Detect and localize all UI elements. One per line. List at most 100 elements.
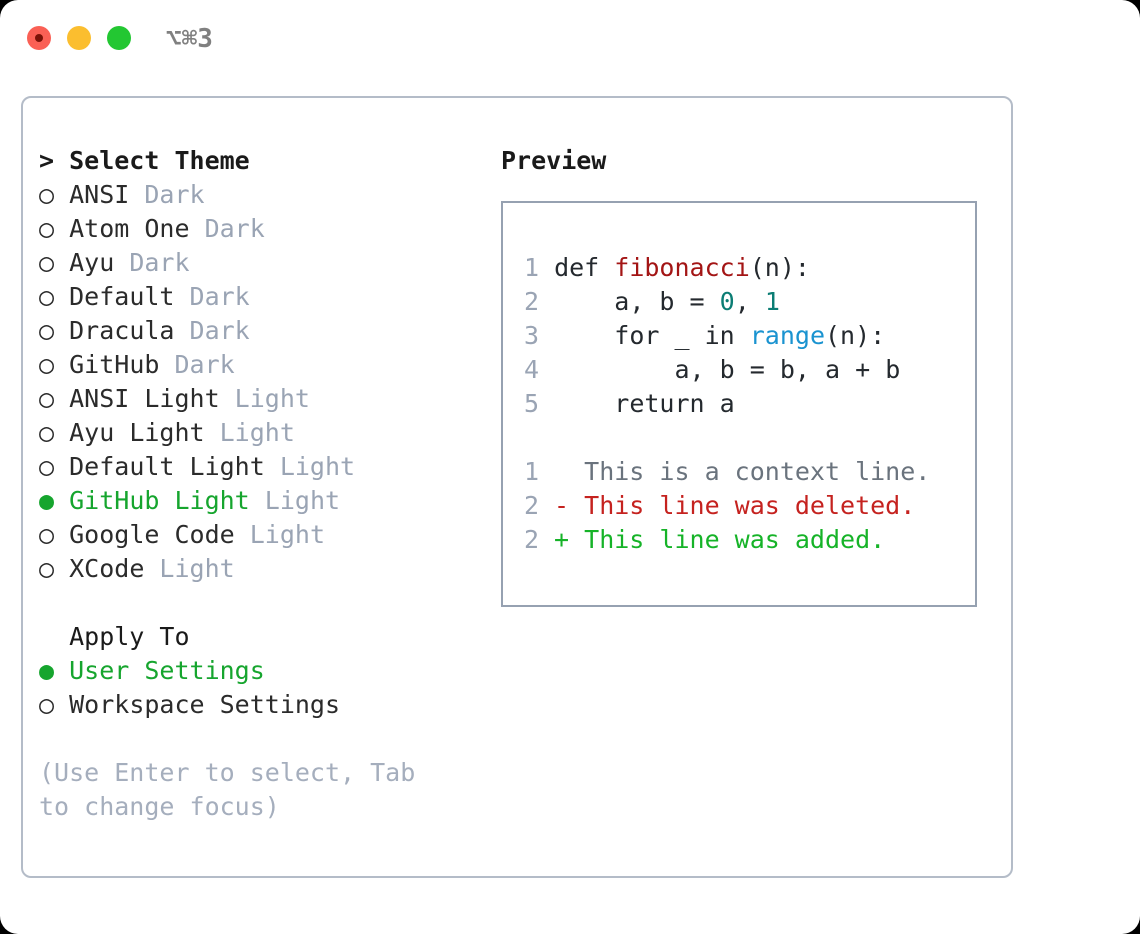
code-token-plain: for _ in (554, 321, 750, 350)
theme-option-ansi[interactable]: ○ ANSI Dark (39, 178, 469, 212)
theme-option-label: ANSI Light (69, 384, 220, 413)
code-token-plain: return a (554, 389, 735, 418)
apply-to-option-label: Workspace Settings (69, 690, 341, 719)
zoom-window-button[interactable] (107, 26, 131, 50)
code-gutter-space (539, 355, 554, 384)
hint-spacer (39, 722, 469, 756)
code-token-num: 0 (719, 287, 735, 316)
diff-line-add: 2 + This line was added. (517, 523, 930, 557)
theme-option-badge: Light (204, 418, 295, 447)
theme-option-badge: Dark (159, 350, 235, 379)
theme-option-github[interactable]: ○ GitHub Dark (39, 348, 469, 382)
code-token-call: range (749, 321, 825, 350)
diff-line-ctx: 1 This is a context line. (517, 455, 930, 489)
theme-option-label: Google Code (69, 520, 235, 549)
theme-option-label: Atom One (69, 214, 190, 243)
apply-to-header: Apply To (39, 622, 190, 651)
theme-option-badge: Light (219, 384, 310, 413)
diff-marker: + (539, 525, 585, 554)
apply-to-option-label: User Settings (69, 656, 265, 685)
theme-option-label: Default Light (69, 452, 265, 481)
theme-option-label: ANSI (69, 180, 130, 209)
code-line-number: 3 (523, 321, 539, 350)
theme-option-badge: Light (234, 520, 325, 549)
diff-text: This line was added. (584, 525, 886, 554)
radio-unselected-icon: ○ (39, 248, 70, 277)
theme-option-badge: Light (144, 554, 235, 583)
diff-marker (539, 457, 584, 486)
theme-option-dracula[interactable]: ○ Dracula Dark (39, 314, 469, 348)
theme-option-label: XCode (69, 554, 145, 583)
theme-option-label: Ayu (69, 248, 115, 277)
radio-unselected-icon: ○ (39, 520, 70, 549)
radio-unselected-icon: ○ (39, 316, 70, 345)
diff-text: This is a context line. (584, 457, 931, 486)
theme-option-xcode[interactable]: ○ XCode Light (39, 552, 469, 586)
radio-unselected-icon: ○ (39, 282, 70, 311)
code-token-plain: a, b = b, a + b (554, 355, 901, 384)
code-token-plain: def (554, 253, 615, 282)
code-token-num: 1 (764, 287, 780, 316)
theme-option-atom-one[interactable]: ○ Atom One Dark (39, 212, 469, 246)
title-bar: ⌥⌘3 (0, 0, 1140, 78)
code-gutter-space (539, 253, 554, 282)
radio-unselected-icon: ○ (39, 214, 70, 243)
preview-title: Preview (501, 146, 607, 175)
theme-option-github-light[interactable]: ● GitHub Light Light (39, 484, 469, 518)
radio-selected-icon: ● (39, 656, 70, 685)
theme-option-badge: Light (249, 486, 341, 515)
code-token-fn: fibonacci (614, 253, 750, 282)
theme-option-label: Default (69, 282, 175, 311)
theme-option-ansi-light[interactable]: ○ ANSI Light Light (39, 382, 469, 416)
code-line-number: 4 (523, 355, 539, 384)
radio-unselected-icon: ○ (39, 180, 70, 209)
radio-unselected-icon: ○ (39, 452, 70, 481)
theme-picker-column: > Select Theme ○ ANSI Dark○ Atom One Dar… (39, 144, 469, 824)
code-token-plain: a, b = (554, 287, 720, 316)
code-line: 2 a, b = 0, 1 (517, 285, 930, 319)
apply-to-option-workspace-settings[interactable]: ○ Workspace Settings (39, 688, 469, 722)
code-gutter-space (539, 287, 554, 316)
radio-unselected-icon: ○ (39, 350, 70, 379)
code-line: 3 for _ in range(n): (517, 319, 930, 353)
code-line-number: 1 (523, 253, 539, 282)
theme-list[interactable]: ○ ANSI Dark○ Atom One Dark○ Ayu Dark○ De… (39, 178, 469, 586)
theme-option-google-code[interactable]: ○ Google Code Light (39, 518, 469, 552)
code-line-number: 5 (523, 389, 539, 418)
theme-option-default[interactable]: ○ Default Dark (39, 280, 469, 314)
diff-marker: - (539, 491, 585, 520)
preview-column: Preview 1 def fibonacci(n):2 a, b = 0, 1… (501, 144, 991, 607)
select-theme-header: > Select Theme (39, 146, 250, 175)
radio-unselected-icon: ○ (39, 690, 70, 719)
diff-line-number: 2 (523, 525, 539, 554)
keyboard-hint: (Use Enter to select, Tab to change focu… (39, 758, 431, 821)
theme-option-label: Ayu Light (69, 418, 205, 447)
radio-unselected-icon: ○ (39, 384, 70, 413)
minimize-window-button[interactable] (67, 26, 91, 50)
code-token-plain: , (734, 287, 765, 316)
theme-option-label: GitHub (69, 350, 160, 379)
code-line-number: 2 (523, 287, 539, 316)
radio-unselected-icon: ○ (39, 554, 70, 583)
code-token-plain: (n): (749, 253, 810, 282)
code-gutter-space (539, 321, 554, 350)
apply-to-option-user-settings[interactable]: ● User Settings (39, 654, 469, 688)
window-shortcut-label: ⌥⌘3 (166, 24, 213, 54)
theme-option-badge: Dark (189, 214, 265, 243)
code-token-plain: (n): (825, 321, 886, 350)
theme-option-ayu-light[interactable]: ○ Ayu Light Light (39, 416, 469, 450)
apply-to-list[interactable]: ● User Settings○ Workspace Settings (39, 654, 469, 722)
theme-option-badge: Dark (114, 248, 190, 277)
theme-option-default-light[interactable]: ○ Default Light Light (39, 450, 469, 484)
code-line: 4 a, b = b, a + b (517, 353, 930, 387)
theme-option-badge: Light (264, 452, 356, 481)
theme-option-ayu[interactable]: ○ Ayu Dark (39, 246, 469, 280)
list-spacer (39, 586, 469, 620)
theme-option-badge: Dark (174, 316, 250, 345)
theme-option-label: GitHub Light (69, 486, 250, 515)
diff-line-del: 2 - This line was deleted. (517, 489, 930, 523)
close-window-button[interactable] (27, 26, 51, 50)
